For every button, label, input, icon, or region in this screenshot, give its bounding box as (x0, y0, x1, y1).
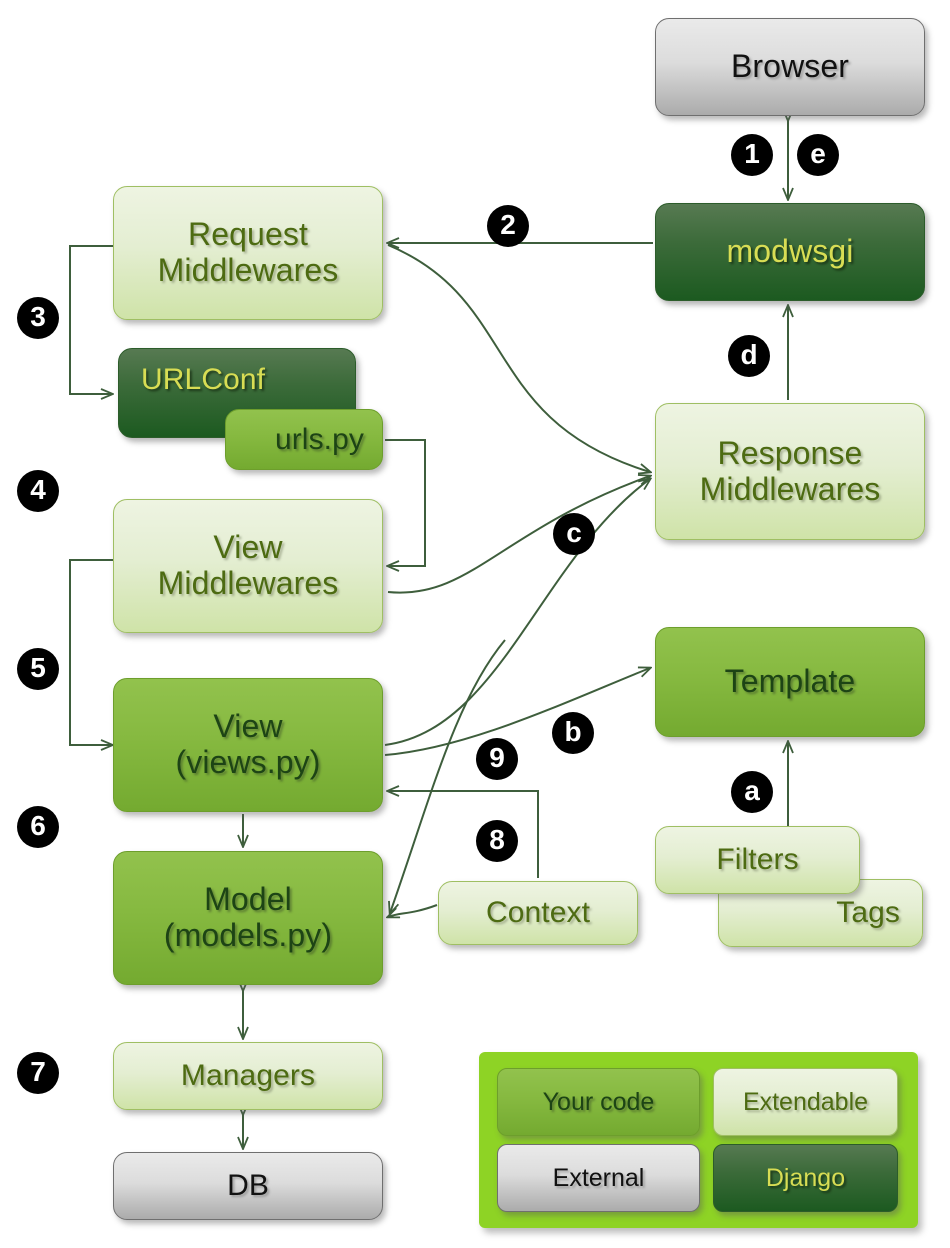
node-modwsgi[interactable]: modwsgi (655, 203, 925, 301)
node-context[interactable]: Context (438, 881, 638, 945)
connector-view-template (384, 668, 650, 756)
node-filters[interactable]: Filters (655, 826, 860, 894)
node-view[interactable]: View (views.py) (113, 678, 383, 812)
connector-request-response (387, 244, 650, 472)
node-model[interactable]: Model (models.py) (113, 851, 383, 985)
step-badge-c: c (553, 513, 595, 555)
connector-viewmiddlewares-view (69, 559, 113, 745)
legend-panel: Your code Extendable External Django (479, 1052, 918, 1228)
legend-item-extendable[interactable]: Extendable (713, 1068, 898, 1136)
step-badge-d: d (728, 335, 770, 377)
node-template[interactable]: Template (655, 627, 925, 737)
step-badge-7: 7 (17, 1052, 59, 1094)
legend-item-external[interactable]: External (497, 1144, 700, 1212)
step-badge-9: 9 (476, 738, 518, 780)
step-badge-2: 2 (487, 205, 529, 247)
node-db[interactable]: DB (113, 1152, 383, 1220)
step-badge-4: 4 (17, 470, 59, 512)
connector-urls-viewmiddlewares (385, 439, 426, 566)
step-badge-8: 8 (476, 820, 518, 862)
legend-item-your-code[interactable]: Your code (497, 1068, 700, 1136)
step-badge-3: 3 (17, 297, 59, 339)
step-badge-1: 1 (731, 134, 773, 176)
node-response-middlewares[interactable]: Response Middlewares (655, 403, 925, 540)
node-view-middlewares[interactable]: View Middlewares (113, 499, 383, 633)
legend-item-django[interactable]: Django (713, 1144, 898, 1212)
step-badge-6: 6 (17, 806, 59, 848)
connector-view-response (384, 479, 650, 746)
step-badge-e: e (797, 134, 839, 176)
node-managers[interactable]: Managers (113, 1042, 383, 1110)
connector-viewmiddlewares-response (387, 476, 650, 594)
step-badge-5: 5 (17, 648, 59, 690)
step-badge-a: a (731, 771, 773, 813)
step-badge-b: b (552, 712, 594, 754)
node-request-middlewares[interactable]: Request Middlewares (113, 186, 383, 320)
connector-request-urlconf (69, 245, 113, 394)
node-urls-py[interactable]: urls.py (225, 409, 383, 470)
node-browser[interactable]: Browser (655, 18, 925, 116)
